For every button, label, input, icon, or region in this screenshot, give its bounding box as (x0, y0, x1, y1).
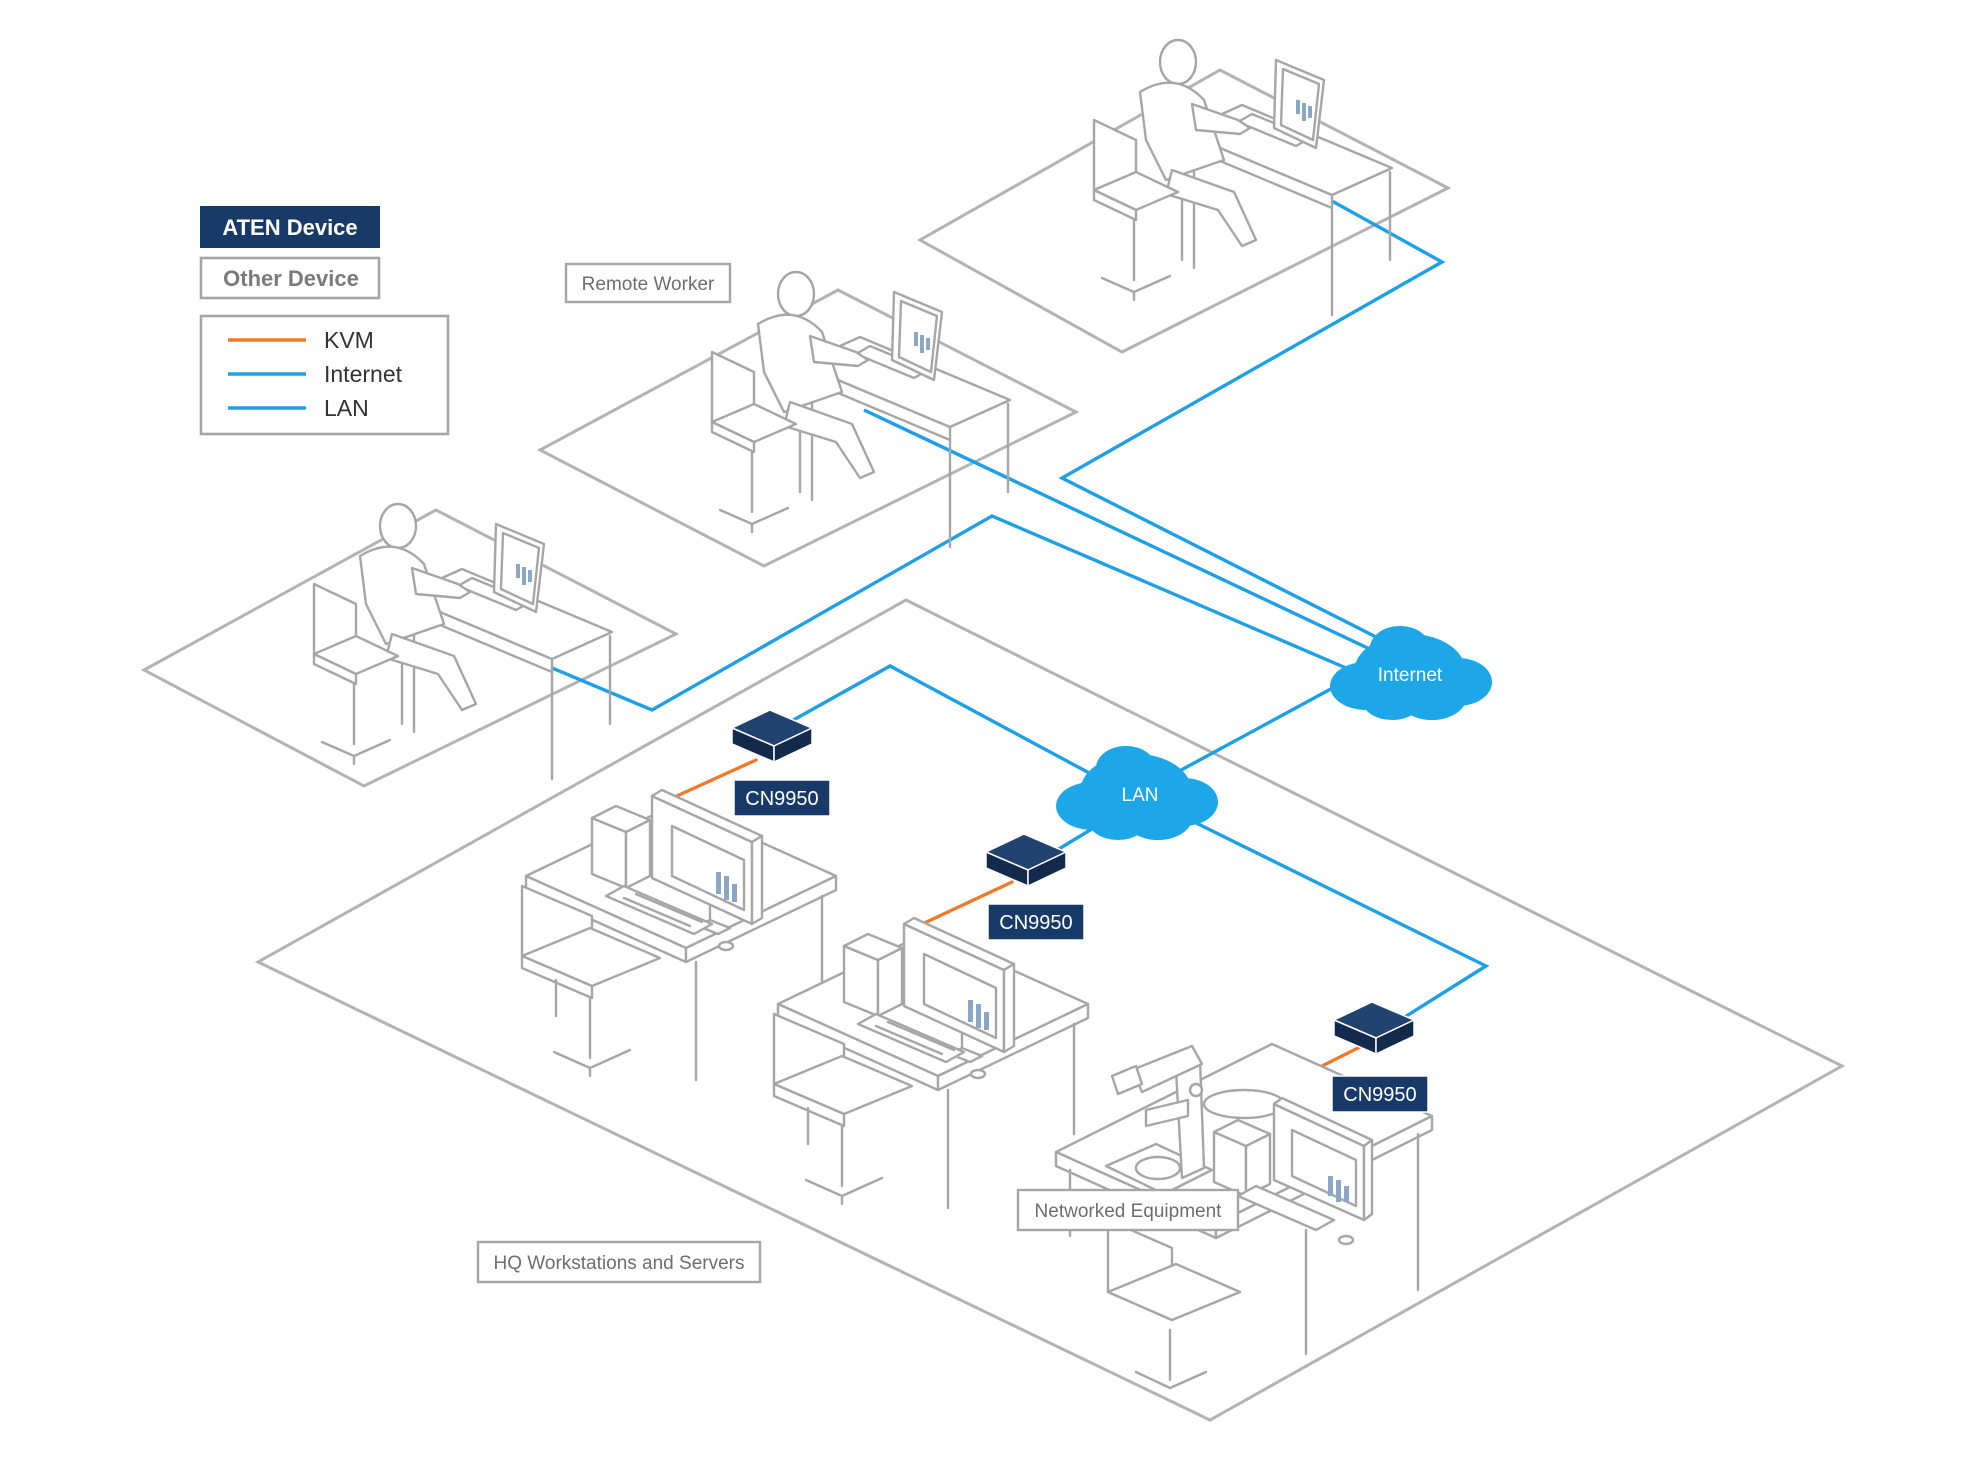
lan-link-cn9950-3 (1185, 816, 1490, 1022)
aten-device-1-label: CN9950 (745, 788, 818, 810)
internet-link-left-remote (475, 514, 1361, 712)
aten-device-3-label: CN9950 (1343, 1084, 1416, 1106)
hq-tag: HQ Workstations and Servers (476, 1240, 762, 1284)
legend-other-device-label: Other Device (223, 266, 359, 291)
remote-floor-top (916, 68, 1452, 354)
hq-floor (254, 598, 1846, 1422)
legend: ATEN Device Other Device KVM Internet LA… (199, 206, 450, 436)
legend-other-device: Other Device (199, 256, 381, 300)
microscope-icon (1104, 1044, 1286, 1196)
aten-device-2: CN9950 (985, 833, 1085, 941)
remote-worker-tag-label: Remote Worker (582, 274, 715, 295)
hq-tag-label: HQ Workstations and Servers (494, 1253, 745, 1274)
lan-cloud: LAN (1056, 746, 1218, 840)
remote-floor-middle (536, 288, 1080, 568)
legend-aten-device-label: ATEN Device (222, 215, 357, 240)
remote-worker-tag: Remote Worker (564, 262, 732, 304)
aten-device-2-label: CN9950 (999, 912, 1072, 934)
aten-device-3: CN9950 (1331, 1001, 1429, 1113)
internet-link-top-remote (1058, 158, 1446, 642)
lan-link-cn9950-1 (771, 664, 1107, 784)
remote-worker-middle (710, 270, 1012, 549)
legend-kvm-label: KVM (324, 327, 374, 353)
legend-aten-device: ATEN Device (200, 206, 380, 248)
internet-cloud-label: Internet (1378, 665, 1443, 686)
remote-floor-left (140, 508, 680, 788)
legend-lan-label: LAN (324, 395, 369, 421)
aten-device-1: CN9950 (731, 709, 831, 817)
kvm-switch-icon (1333, 1001, 1415, 1055)
kvm-link-1 (666, 758, 758, 802)
kvm-switch-icon (985, 833, 1067, 887)
kvm-link-2 (916, 880, 1014, 928)
internet-cloud: Internet (1330, 626, 1492, 720)
lan-cloud-label: LAN (1122, 785, 1159, 806)
networked-equipment-tag: Networked Equipment (1016, 1188, 1240, 1232)
legend-internet-label: Internet (324, 361, 403, 387)
networked-equipment-tag-label: Networked Equipment (1035, 1201, 1223, 1222)
